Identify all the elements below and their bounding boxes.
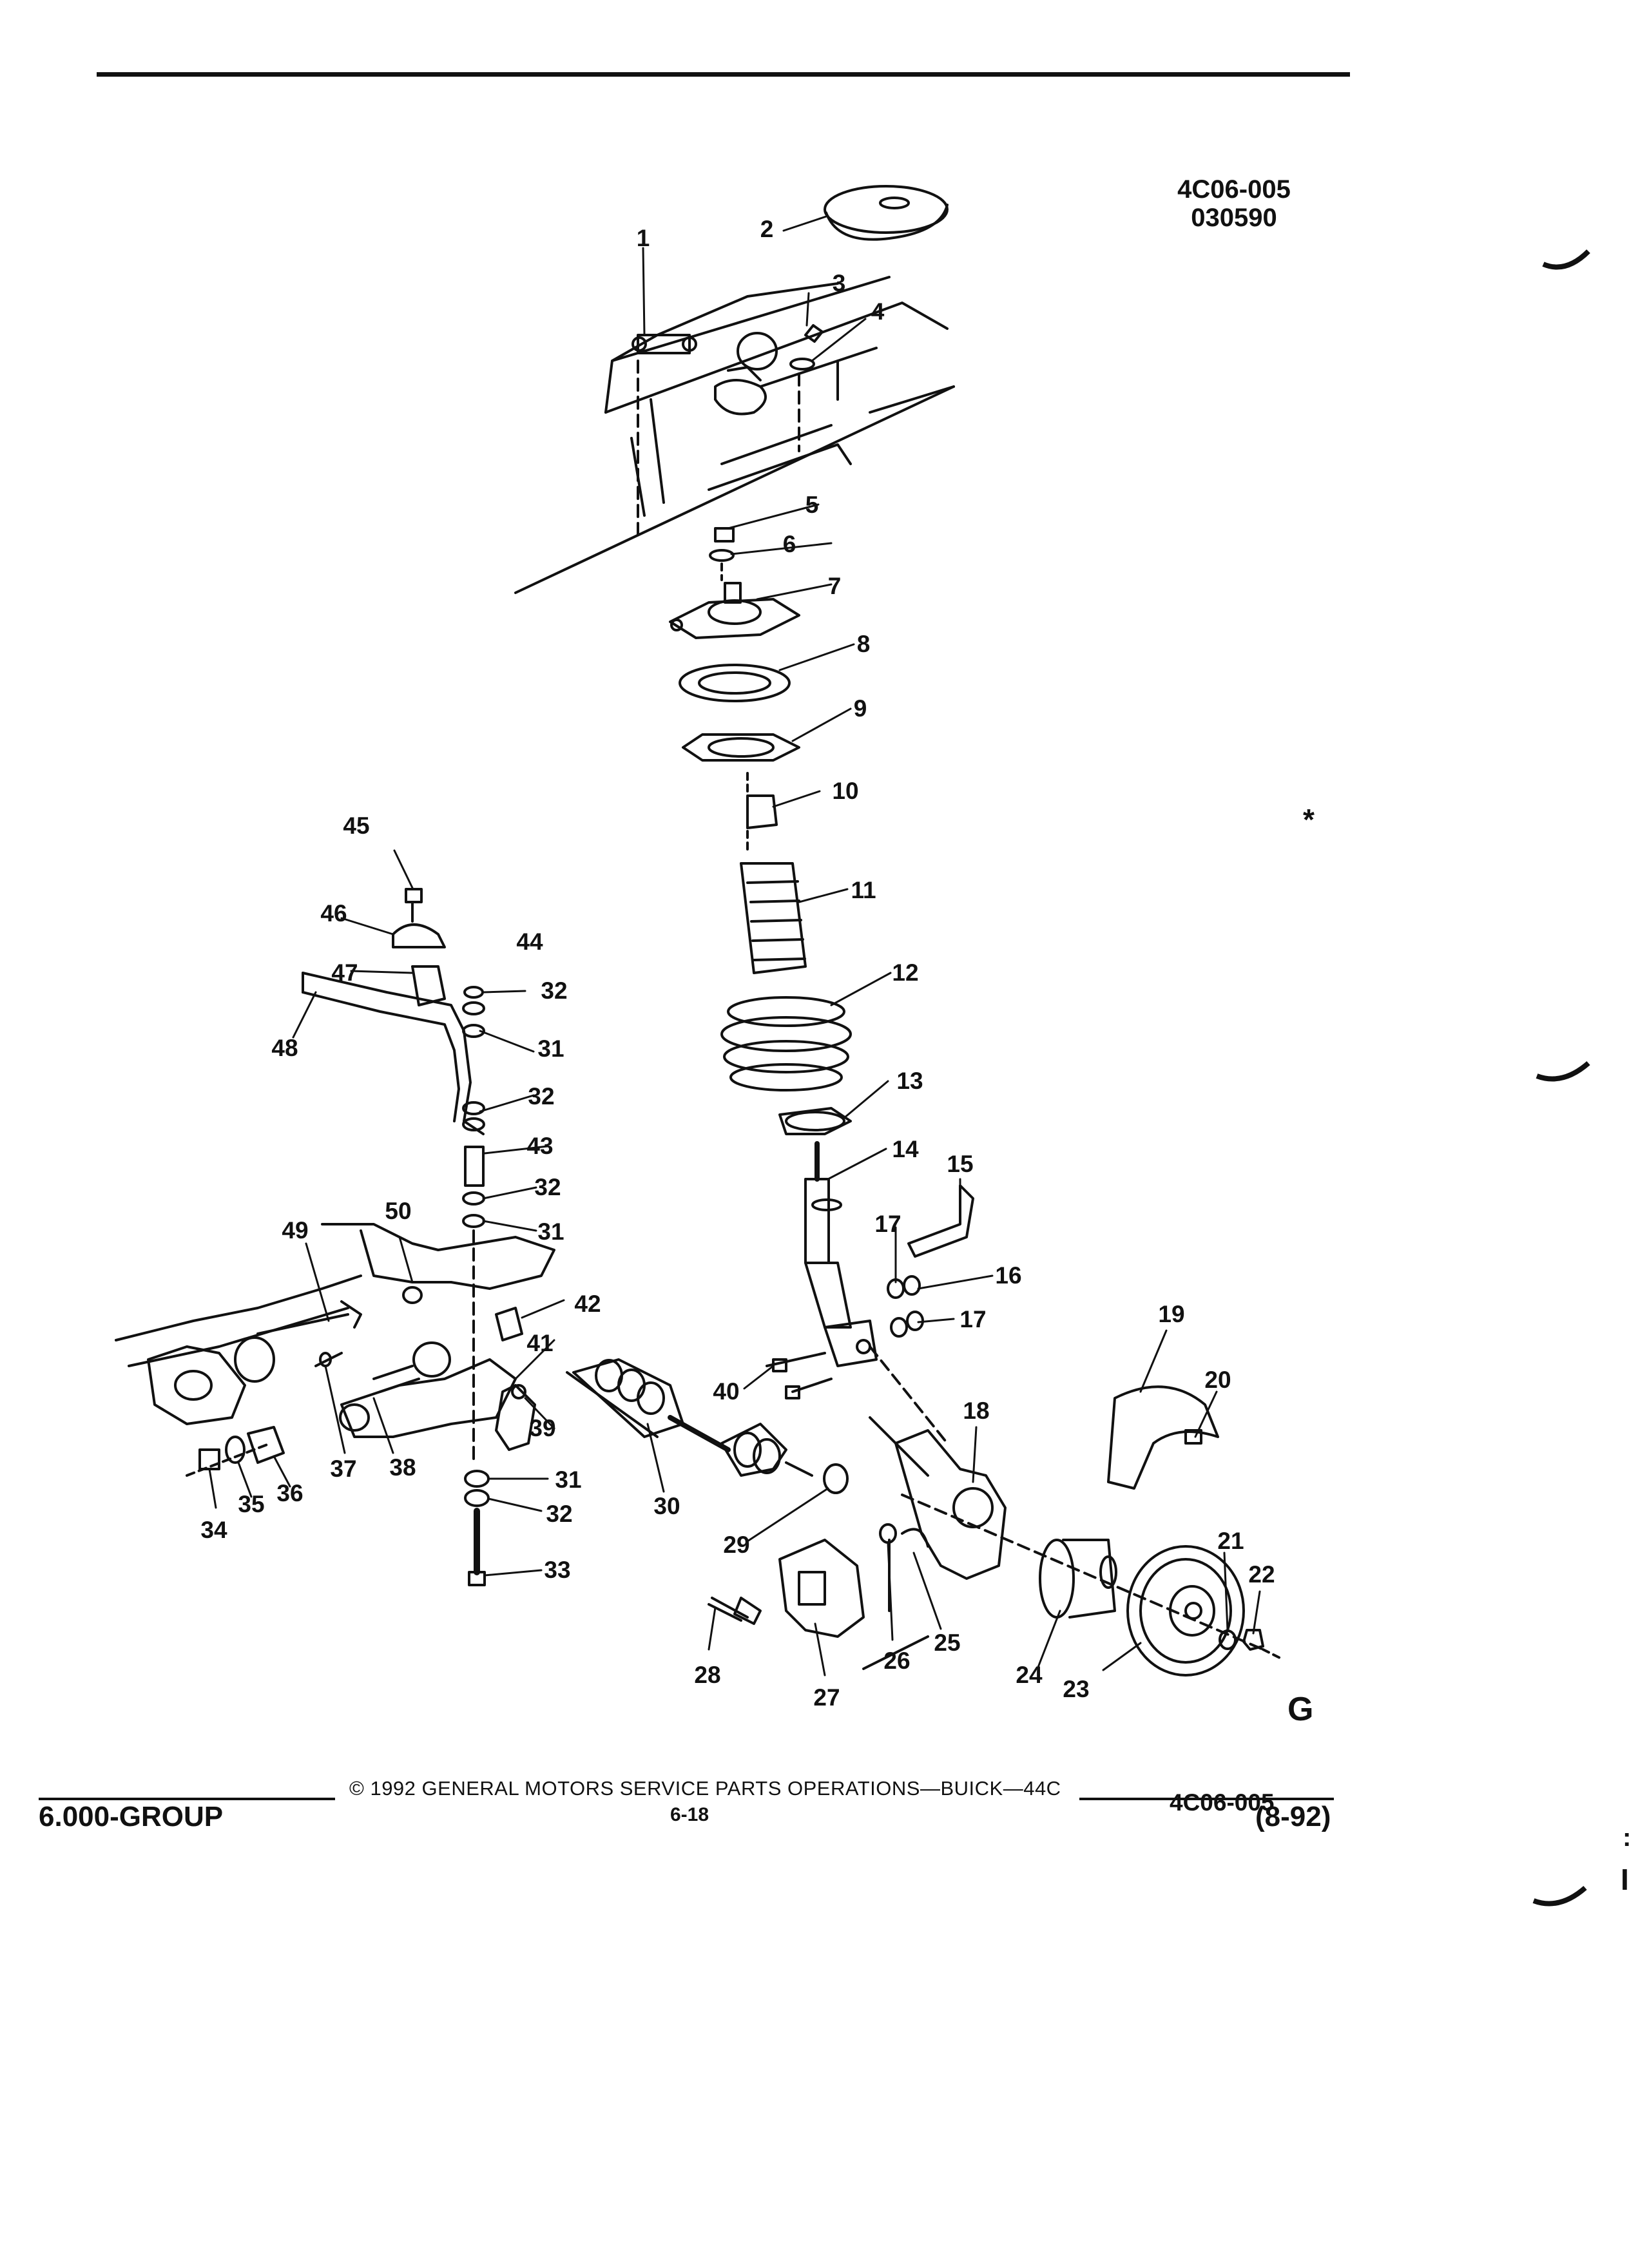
seal [823, 1463, 849, 1494]
figure-date-code: 030590 [1191, 204, 1277, 232]
body-structure [514, 276, 955, 594]
callout-4: 4 [871, 298, 885, 325]
footer-rule-right [1079, 1798, 1334, 1800]
margin-curl-1 [1542, 249, 1590, 270]
callout-43: 43 [526, 1133, 554, 1159]
page-number: 6-18 [670, 1804, 709, 1825]
brake-rotor [1126, 1545, 1245, 1677]
figure-code: 4C06-005 [1177, 175, 1291, 204]
figure-reference-bottom: 4C06-005 [1170, 1789, 1275, 1816]
callout-11: 11 [851, 877, 876, 903]
footer-rule-left [39, 1798, 335, 1800]
callout-16: 16 [995, 1262, 1022, 1289]
callout-18: 18 [963, 1398, 990, 1424]
cradle [115, 1223, 555, 1425]
bracket [907, 1184, 974, 1258]
gm-logo: G [1287, 1691, 1314, 1728]
callout-44: 44 [516, 928, 543, 955]
callout-34: 34 [200, 1517, 227, 1543]
margin-curl-3 [1532, 1885, 1587, 1907]
callout-23: 23 [1063, 1676, 1090, 1702]
callout-25: 25 [934, 1629, 961, 1656]
callout-13: 13 [896, 1068, 923, 1094]
group-label: 6.000-GROUP [39, 1801, 224, 1832]
callout-9: 9 [853, 695, 867, 722]
callout-7: 7 [827, 573, 842, 599]
steering-knuckle [894, 1429, 1007, 1580]
callout-3: 3 [832, 270, 846, 296]
leader-lines [208, 215, 1261, 1677]
callout-50: 50 [385, 1198, 412, 1224]
callout-33: 33 [544, 1557, 571, 1583]
callout-17b: 17 [959, 1306, 987, 1332]
callout-14: 14 [892, 1136, 919, 1162]
callout-21: 21 [1217, 1528, 1244, 1554]
callout-32c: 32 [534, 1174, 561, 1200]
callout-40: 40 [713, 1378, 740, 1405]
callout-10: 10 [832, 778, 859, 804]
callout-39: 39 [529, 1415, 556, 1441]
brake-caliper [778, 1539, 865, 1638]
callout-38: 38 [389, 1454, 416, 1481]
callout-2: 2 [760, 216, 774, 242]
callout-47: 47 [331, 959, 358, 986]
callout-26: 26 [883, 1648, 911, 1674]
callout-31c: 31 [555, 1466, 582, 1493]
hub-bearing [1039, 1539, 1075, 1619]
callout-41: 41 [526, 1330, 554, 1356]
callout-45: 45 [343, 812, 370, 839]
callout-37: 37 [330, 1456, 357, 1482]
strut-fasteners [887, 1275, 924, 1338]
callout-32b: 32 [528, 1083, 555, 1110]
callout-29: 29 [723, 1532, 750, 1558]
callout-27: 27 [813, 1684, 840, 1711]
splash-shield [1107, 1385, 1219, 1490]
stabilizer-bar [302, 888, 490, 1586]
callout-31b: 31 [537, 1035, 564, 1062]
figure-reference-top: 4C06-005 030590 [1160, 175, 1308, 232]
cradle-nut [198, 1448, 220, 1470]
callout-5: 5 [805, 492, 819, 518]
callout-31a: 31 [537, 1218, 564, 1245]
callout-42: 42 [574, 1291, 601, 1317]
callout-46: 46 [320, 900, 347, 927]
callout-15: 15 [947, 1151, 974, 1177]
cradle-washer [225, 1436, 246, 1464]
callout-22: 22 [1248, 1561, 1275, 1588]
margin-mark-asterisk: * [1303, 803, 1315, 836]
top-rule [97, 72, 1350, 77]
callout-48: 48 [271, 1035, 298, 1061]
callout-28: 28 [694, 1662, 721, 1688]
callout-17: 17 [874, 1211, 901, 1237]
callout-32d: 32 [546, 1501, 573, 1527]
callout-1: 1 [636, 225, 650, 251]
margin-curl-2 [1536, 1061, 1590, 1082]
callout-30: 30 [653, 1493, 680, 1519]
callout-20: 20 [1204, 1367, 1231, 1393]
callout-49: 49 [282, 1217, 309, 1244]
date-code: (8-92) [1255, 1801, 1331, 1832]
cradle-cushion [247, 1426, 285, 1464]
callout-12: 12 [892, 959, 919, 986]
margin-mark-bar: I [1621, 1863, 1629, 1896]
margin-mark-colon: : [1623, 1823, 1629, 1852]
caliper-bolt [708, 1597, 749, 1622]
callout-35: 35 [238, 1491, 265, 1517]
callout-6: 6 [782, 531, 796, 557]
callout-8: 8 [856, 631, 871, 657]
copyright-line: © 1992 GENERAL MOTORS SERVICE PARTS OPER… [349, 1777, 1061, 1800]
dust-cap [824, 185, 949, 234]
mount-hardware-upper [631, 324, 824, 543]
callout-24: 24 [1016, 1662, 1043, 1688]
drive-axle [566, 1358, 813, 1477]
lower-control-arm [314, 1307, 536, 1451]
callout-36: 36 [276, 1480, 304, 1506]
strut-assembly [669, 527, 878, 1367]
callout-32a: 32 [541, 977, 568, 1004]
callout-19: 19 [1158, 1301, 1185, 1327]
